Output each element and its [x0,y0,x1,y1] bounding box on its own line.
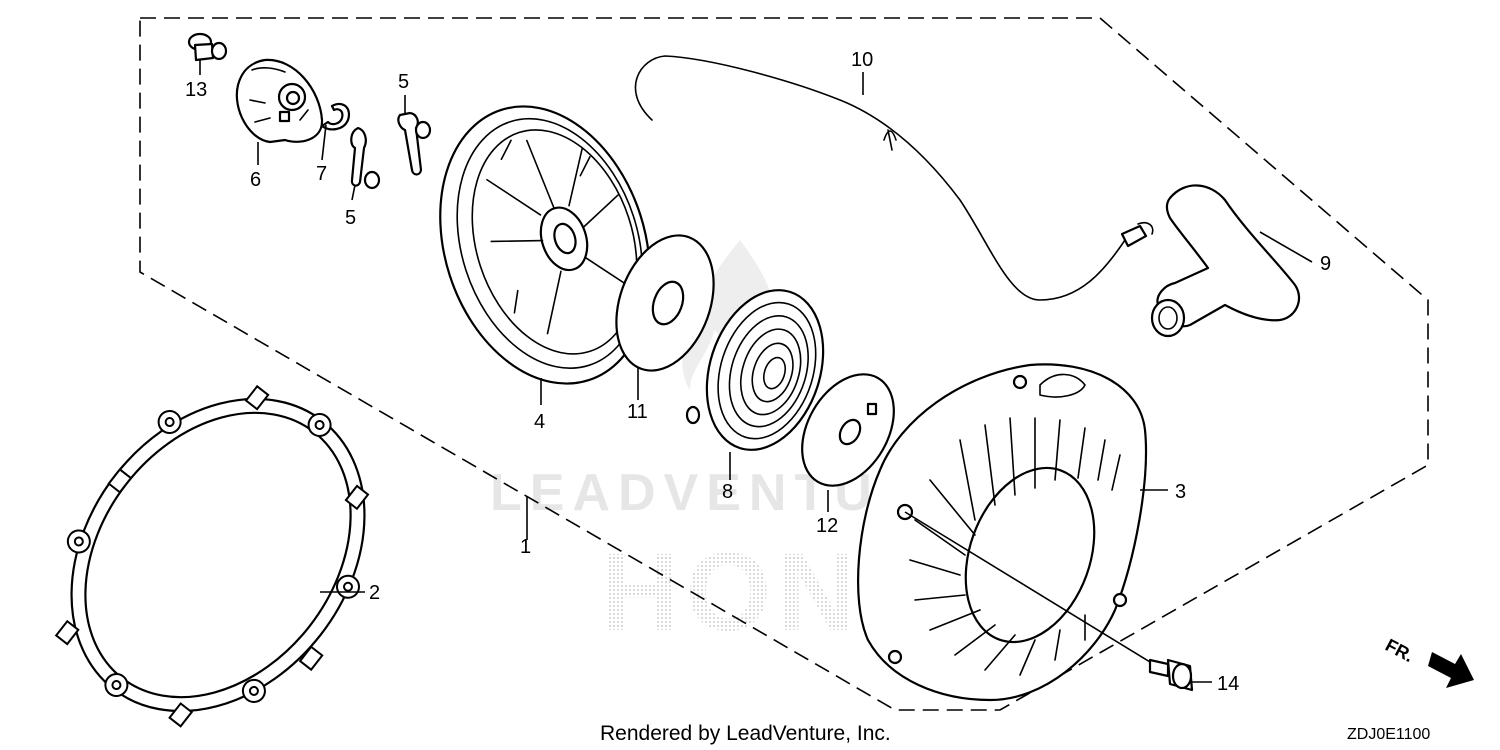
callout-4: 4 [534,411,545,433]
part-5-pawl-lower [350,126,381,190]
callout-8: 8 [722,481,733,503]
callout-7: 7 [316,163,327,185]
spring-hook [685,405,701,425]
leader-lines [199,60,1313,683]
callout-5-lower: 5 [345,207,356,229]
callout-6: 6 [250,169,261,191]
callout-10: 10 [851,49,873,71]
front-indicator: FR. [1382,635,1474,688]
callout-12: 12 [816,515,838,537]
part-5-pawl-upper [397,111,432,176]
part-14-flange-bolt [1148,658,1194,692]
callout-5-upper: 5 [398,71,409,93]
part-4-pulley-reel [439,105,651,385]
callout-1: 1 [520,536,531,558]
front-indicator-label: FR. [1382,635,1417,666]
callout-13: 13 [185,79,207,101]
part-10-starter-rope [634,55,1154,301]
callout-3: 3 [1175,481,1186,503]
footer-credit: Rendered by LeadVenture, Inc. [600,722,891,745]
part-6-ratchet-plate [235,58,324,144]
callout-2: 2 [369,582,380,604]
part-9-starter-handle [1150,184,1301,338]
assembly-outline [139,17,1429,711]
callout-14: 14 [1217,673,1239,695]
part-3-recoil-cover [857,363,1148,702]
part-11-washer [615,234,715,372]
diagram-code: ZDJ0E1100 [1347,726,1430,743]
callout-11: 11 [627,401,648,423]
part-2-gasket-ring [54,384,370,728]
part-8-recoil-spring [705,289,825,451]
callout-9: 9 [1320,253,1331,275]
part-12-spring-cover [801,373,895,487]
front-arrow-icon [1428,652,1474,688]
part-7-clip [320,102,351,131]
callout-labels: 1 2 3 4 5 5 6 7 8 9 10 11 12 13 14 [185,49,1331,695]
part-13-bolt [187,32,228,62]
